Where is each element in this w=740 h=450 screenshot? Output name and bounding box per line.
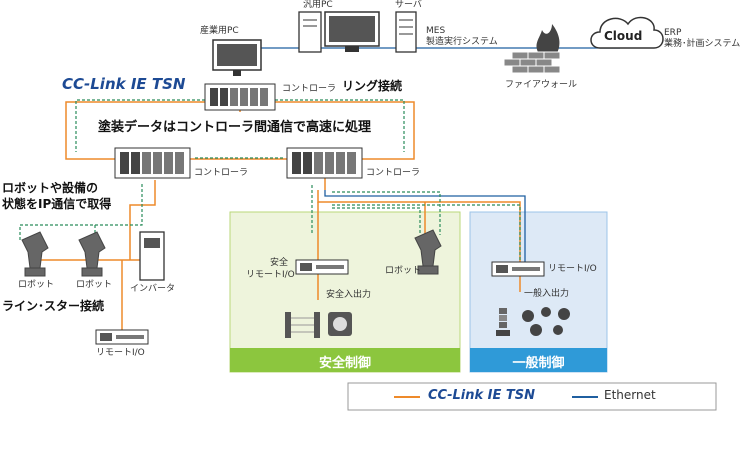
robot-2-icon <box>78 231 106 277</box>
left-remote-io-icon <box>95 329 149 345</box>
cloud-label: Cloud <box>604 29 643 43</box>
safety-switch-icon <box>328 312 352 336</box>
controller-left-icon <box>114 147 191 179</box>
robot-2-label: ロボット <box>76 280 113 290</box>
robot-note-2: 状態をIP通信で取得 <box>2 197 112 211</box>
general-zone-title: 一般制御 <box>512 356 565 371</box>
industrial-pc-icon <box>212 39 262 76</box>
general-zone-bar <box>470 348 607 372</box>
legend-tsn-label: CC-Link IE TSN <box>428 388 535 403</box>
firewall-label: ファイアウォール <box>505 80 578 90</box>
ring-banner: 塗装データはコントローラ間通信で高速に処理 <box>98 120 372 135</box>
robot-1-label: ロボット <box>18 280 55 290</box>
general-remote-io-label: リモートI/O <box>548 264 597 274</box>
erp-label-2: 業務･計画システム <box>664 39 740 49</box>
light-curtain-icon <box>285 312 320 338</box>
safety-io-label: 安全入出力 <box>326 290 372 300</box>
left-remote-io-label: リモートI/O <box>96 348 145 358</box>
robot-note-1: ロボットや設備の <box>2 181 99 195</box>
line-star-label: ライン･スター接続 <box>2 299 105 313</box>
industrial-pc-label: 産業用PC <box>200 26 239 36</box>
general-zone <box>469 211 608 373</box>
sensors-icon <box>522 307 570 336</box>
safety-robot-label: ロボット <box>385 266 422 276</box>
safety-remote-io-icon <box>295 259 349 275</box>
controller-right-label: コントローラ <box>366 168 421 178</box>
signal-tower-icon <box>496 308 510 336</box>
server-label: サーバ <box>395 0 422 10</box>
general-pc-label: 汎用PC <box>303 0 333 10</box>
inverter-icon <box>139 231 165 281</box>
safety-zone-bar <box>230 348 460 372</box>
controller-right-icon <box>286 147 363 179</box>
inverter-label: インバータ <box>130 284 176 294</box>
legend-ethernet-label: Ethernet <box>604 388 656 402</box>
controller-top-label: コントローラ <box>282 84 337 94</box>
controller-left-label: コントローラ <box>194 168 249 178</box>
mes-label-1: MES <box>426 26 446 36</box>
general-pc-icon <box>298 11 380 53</box>
safety-remote-io-label-2: リモートI/O <box>246 270 295 280</box>
server-icon <box>395 11 417 53</box>
cc-link-logo: CC-Link IE TSN <box>62 75 186 93</box>
safety-remote-io-label-1: 安全 <box>270 258 289 268</box>
cloud-icon <box>590 16 664 49</box>
general-remote-io-icon <box>491 261 545 277</box>
general-io-label: 一般入出力 <box>524 289 570 299</box>
ring-label: リング接続 <box>342 79 403 93</box>
controller-top-icon <box>204 83 276 111</box>
safety-robot-icon <box>414 229 442 275</box>
dashed-comm <box>19 99 521 262</box>
mes-label-2: 製造実行システム <box>426 37 498 47</box>
firewall-icon <box>503 24 561 74</box>
robot-1-icon <box>21 231 49 277</box>
erp-label-1: ERP <box>664 28 682 38</box>
safety-zone-title: 安全制御 <box>318 356 371 371</box>
